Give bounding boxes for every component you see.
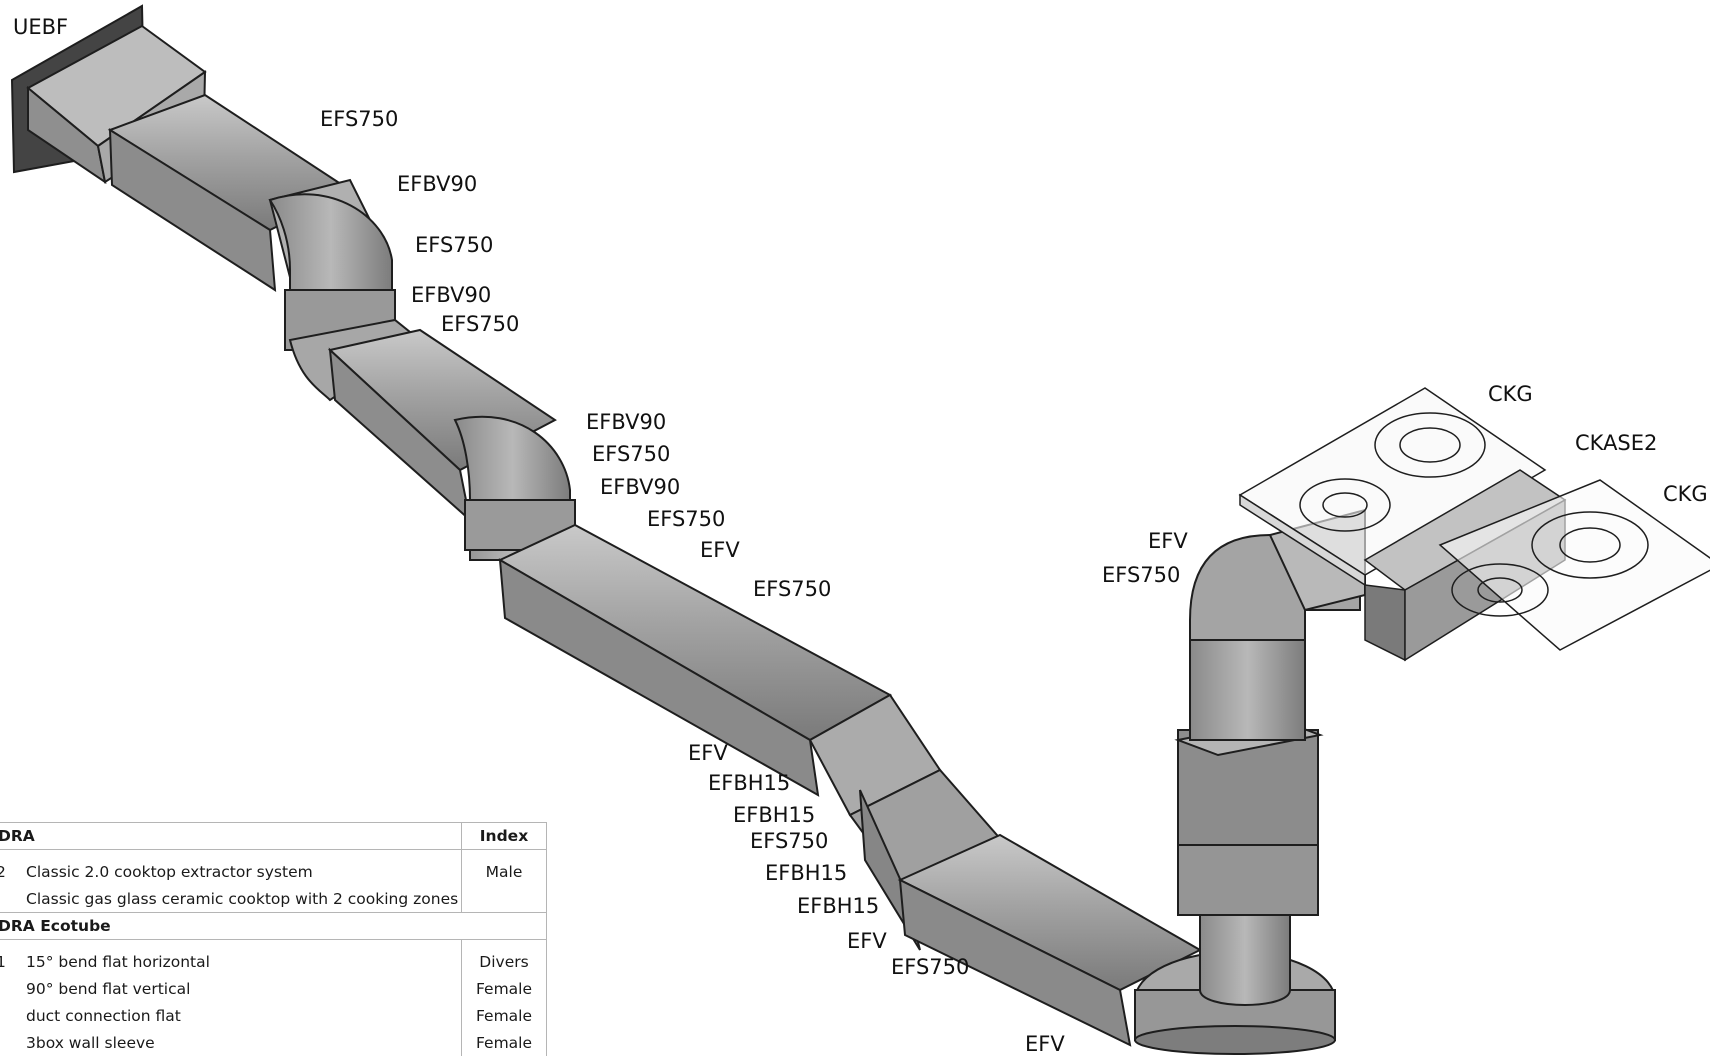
label-efbv90-2: EFBV90 [411, 283, 491, 307]
label-efv-3: EFV [847, 929, 887, 953]
label-efbv90-1: EFBV90 [397, 172, 477, 196]
row-description: Classic gas glass ceramic cooktop with 2… [26, 889, 459, 908]
label-uebf: UEBF [13, 15, 68, 39]
label-efbh15-4: EFBH15 [797, 894, 879, 918]
label-efs750-4: EFS750 [592, 442, 670, 466]
label-efv-4: EFV [1025, 1032, 1065, 1055]
label-efs750-9: EFS750 [1102, 563, 1180, 587]
table-row: Classic gas glass ceramic cooktop with 2… [0, 885, 547, 913]
cooktop-assembly [1238, 387, 1710, 662]
part-labels: UEBF EFS750 EFBV90 EFS750 EFBV90 EFS750 … [13, 15, 1708, 1055]
label-efs750-1: EFS750 [320, 107, 398, 131]
row-number: 2 [0, 862, 6, 881]
row-number [0, 1029, 22, 1056]
row-description: duct connection flat [26, 1006, 181, 1025]
row-index: Male [461, 849, 547, 885]
table-header-index: Index [461, 822, 547, 850]
label-efs750-3: EFS750 [441, 312, 519, 336]
row-description: 3box wall sleeve [26, 1033, 155, 1052]
duct-run-long [497, 523, 1203, 1047]
label-efs750-2: EFS750 [415, 233, 493, 257]
label-ckg-2: CKG [1663, 482, 1708, 506]
row-number [0, 885, 22, 913]
row-number: 1 [0, 952, 6, 971]
table-row: 90° bend flat vertical Female [0, 975, 547, 1002]
row-number [0, 975, 22, 1002]
row-description: Classic 2.0 cooktop extractor system [26, 862, 313, 881]
parts-list-table: DRA Index 2 Classic 2.0 cooktop extracto… [0, 822, 547, 1056]
label-efv-5: EFV [1148, 529, 1188, 553]
vertical-riser [1174, 508, 1366, 916]
row-index [461, 885, 547, 913]
table-group-row: DRA Ecotube [0, 912, 547, 940]
label-efs750-5: EFS750 [647, 507, 725, 531]
label-efbv90-3: EFBV90 [586, 410, 666, 434]
fan-housing [1134, 899, 1336, 1055]
label-efv-1: EFV [700, 538, 740, 562]
table-row: 1 15° bend flat horizontal Divers [0, 939, 547, 975]
table-row: 2 Classic 2.0 cooktop extractor system M… [0, 849, 547, 885]
row-number [0, 1002, 22, 1029]
row-index: Female [461, 1029, 547, 1056]
table-row: 3box wall sleeve Female [0, 1029, 547, 1056]
label-ckase2: CKASE2 [1575, 431, 1657, 455]
row-index: Divers [461, 939, 547, 975]
row-index: Female [461, 1002, 547, 1029]
table-header-brand: DRA [0, 822, 462, 850]
table-header-row: DRA Index [0, 822, 547, 850]
label-efs750-8: EFS750 [891, 955, 969, 979]
label-efbh15-2: EFBH15 [733, 803, 815, 827]
table-group-label: DRA Ecotube [0, 912, 547, 940]
label-efv-2: EFV [688, 741, 728, 765]
label-ckg-1: CKG [1488, 382, 1533, 406]
label-efs750-7: EFS750 [750, 829, 828, 853]
row-description: 15° bend flat horizontal [26, 952, 210, 971]
duct-run-upper [107, 93, 576, 561]
row-description: 90° bend flat vertical [26, 979, 191, 998]
row-index: Female [461, 975, 547, 1002]
table-row: duct connection flat Female [0, 1002, 547, 1029]
label-efbh15-3: EFBH15 [765, 861, 847, 885]
label-efs750-6: EFS750 [753, 577, 831, 601]
label-efbv90-4: EFBV90 [600, 475, 680, 499]
label-efbh15-1: EFBH15 [708, 771, 790, 795]
